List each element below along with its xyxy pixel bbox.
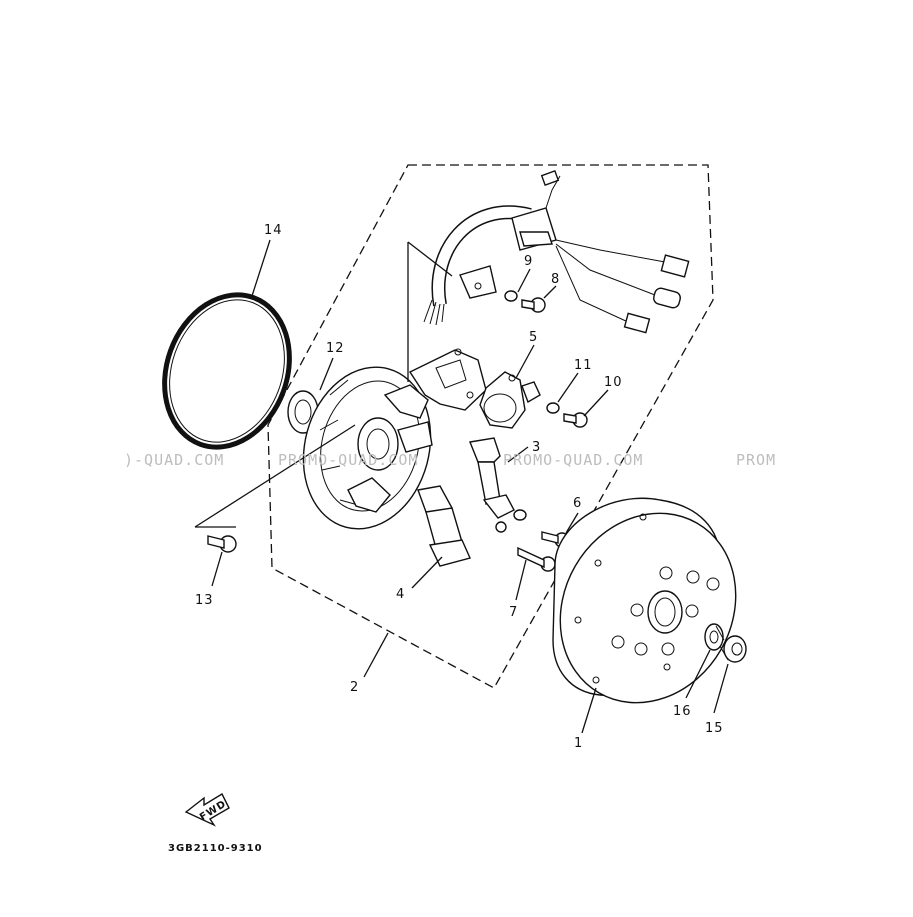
callout-5: 5 bbox=[529, 330, 538, 345]
screw-8-part bbox=[521, 297, 546, 313]
callout-14: 14 bbox=[264, 223, 283, 238]
o-ring-part bbox=[162, 292, 292, 450]
watermark-text: PROM bbox=[736, 451, 776, 469]
callout-11: 11 bbox=[574, 358, 593, 373]
watermark-text: )-QUAD.COM bbox=[124, 451, 224, 469]
source-coil-upper-part bbox=[469, 437, 527, 521]
callout-2: 2 bbox=[350, 680, 359, 695]
callout-16: 16 bbox=[673, 704, 692, 719]
callout-15: 15 bbox=[705, 721, 724, 736]
stator-plate-part bbox=[302, 348, 487, 530]
source-coil-lower-part bbox=[417, 485, 507, 567]
bolt-7-part bbox=[517, 546, 556, 572]
leader-lines bbox=[194, 239, 729, 734]
callout-13: 13 bbox=[195, 593, 214, 608]
callout-6: 6 bbox=[573, 496, 582, 511]
screw-13-part bbox=[207, 535, 237, 553]
watermark: )-QUAD.COM PROMO-QUAD.COM PROMO-QUAD.COM… bbox=[124, 451, 776, 469]
screw-10-part bbox=[563, 412, 588, 428]
callout-7: 7 bbox=[509, 605, 518, 620]
diagram-code: 3GB2110-9310 bbox=[168, 843, 263, 854]
pickup-coil-part bbox=[479, 371, 541, 429]
flywheel-rotor-part bbox=[552, 497, 737, 704]
watermark-text: PROMO-QUAD.COM bbox=[503, 451, 643, 469]
nut-15-part bbox=[715, 625, 747, 663]
callout-9: 9 bbox=[524, 254, 533, 269]
wiring-harness-part bbox=[423, 170, 690, 334]
callout-12: 12 bbox=[326, 341, 345, 356]
callout-3: 3 bbox=[532, 440, 541, 455]
watermark-text: PROMO-QUAD.COM bbox=[278, 451, 418, 469]
fwd-arrow-icon: FWD bbox=[184, 793, 230, 827]
callout-10: 10 bbox=[604, 375, 623, 390]
callout-4: 4 bbox=[396, 587, 405, 602]
washer-11-part bbox=[546, 402, 560, 414]
assembly-boundary bbox=[267, 164, 714, 689]
callout-8: 8 bbox=[551, 272, 560, 287]
callout-1: 1 bbox=[574, 736, 583, 751]
screw-9-washer bbox=[504, 290, 518, 302]
